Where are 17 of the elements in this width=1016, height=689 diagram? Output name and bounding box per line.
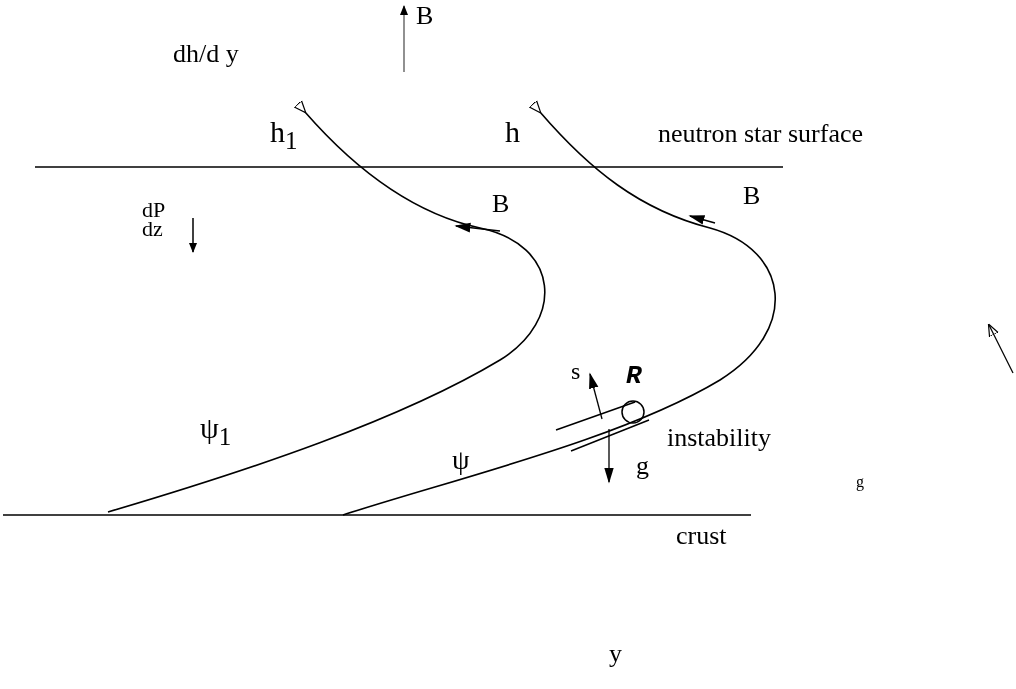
field-line-label: h	[505, 118, 520, 146]
field-symbol: B	[492, 190, 510, 218]
instability-label: instability	[667, 424, 771, 452]
surface-label: neutron star surface	[658, 120, 864, 148]
gravity-label: g	[856, 472, 864, 493]
gravity-label: g	[636, 452, 649, 480]
gradient-label: dh/d y	[173, 40, 239, 68]
flux-label: ψ$_{1}$	[200, 414, 232, 451]
flux-label: ψ	[452, 446, 470, 474]
field-line-label: h$_{1}$	[270, 118, 298, 155]
axis-label: y	[609, 640, 622, 668]
direction-label: s	[571, 357, 581, 385]
field-symbol: B	[743, 182, 761, 210]
tube-label: R	[626, 362, 642, 390]
crust-label: crust	[676, 522, 727, 550]
field-symbol: B	[416, 2, 434, 30]
pressure-gradient-label: dP dz	[142, 200, 166, 238]
